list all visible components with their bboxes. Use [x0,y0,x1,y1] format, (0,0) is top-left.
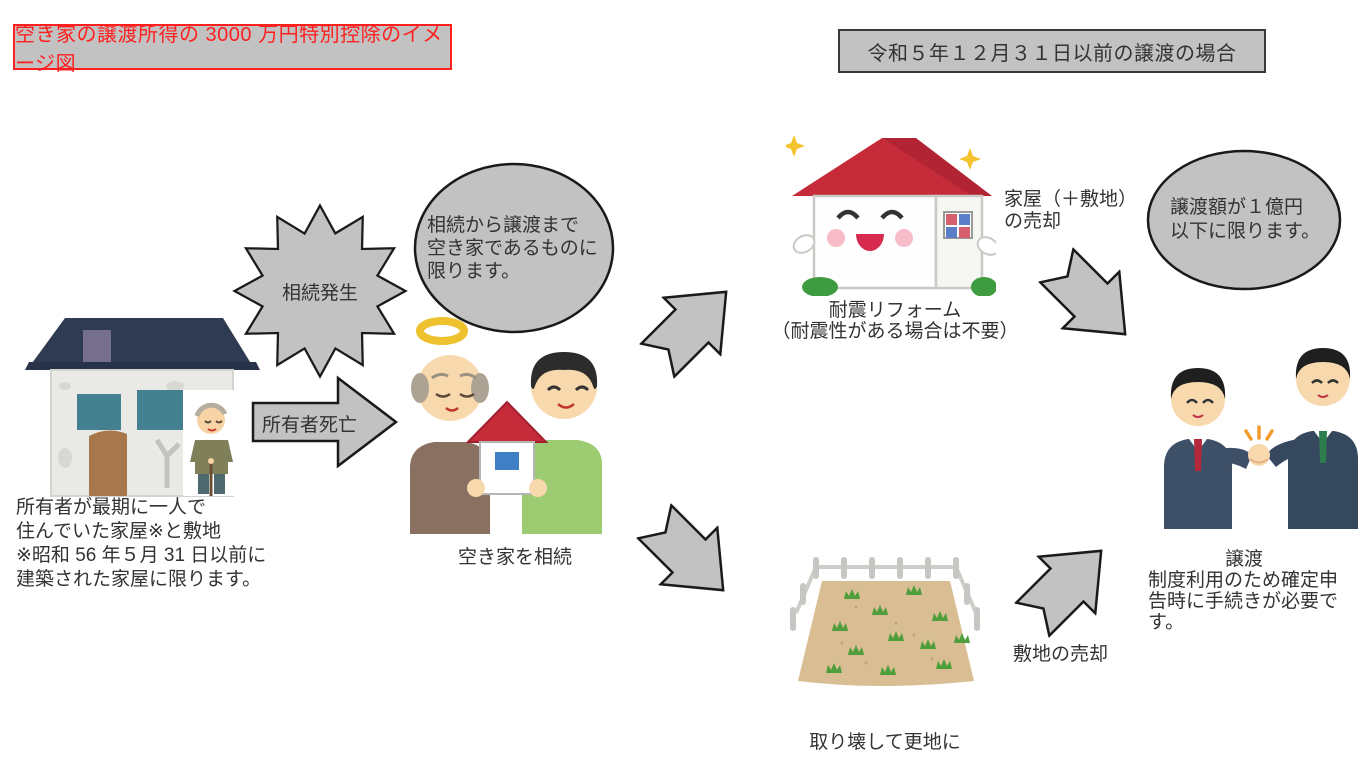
transfer-caption-title: 譲渡 [1224,549,1263,570]
emphasis-sparks-icon [1244,425,1274,441]
house-sale-label: 家屋（＋敷地） の売却 [1004,189,1164,233]
house-sale-line: の売却 [1004,211,1062,232]
old-house-illustration [25,308,260,498]
inheritance-burst-label: 相続発生 [281,282,358,304]
old-house-icon [25,318,260,497]
house-sale-line: 家屋（＋敷地） [1004,189,1138,210]
block-arrow-notched-icon [1013,549,1103,639]
price-limit-line: 以下に限ります。 [1170,221,1321,242]
price-limit-bubble: 譲渡額が１億円 以下に限ります。 [1146,149,1342,291]
reform-caption-line: （耐震性がある場合は不要） [771,321,1019,342]
vacancy-line: 相続から譲渡まで [427,214,580,236]
owner-death-label: 所有者死亡 [262,414,358,436]
arrow-to-reform [627,261,757,391]
ellipse-bubble-icon [1146,149,1342,291]
block-arrow-right-icon [251,375,399,469]
diagram-title: 空き家の譲渡所得の 3000 万円特別控除のイメージ図 [15,24,443,75]
vacancy-line: 限ります。 [427,260,521,282]
demolition-caption: 取り壊して更地に [809,732,961,753]
inherit-house-icon [410,317,602,534]
arrow-land-sale-to-transfer [1002,520,1132,650]
reform-caption-line: 耐震リフォーム [828,300,962,321]
note-line: 住んでいた家屋※と敷地 [16,521,221,542]
vacant-lot-illustration [786,551,984,709]
vacancy-condition-bubble: 相続から譲渡まで 空き家であるものに 限ります。 [413,162,615,334]
inherit-illustration [392,316,622,534]
starburst-icon [232,203,408,379]
vacant-lot-icon [790,557,980,686]
block-arrow-notched-icon [1037,246,1127,336]
block-arrow-notched-icon [635,502,725,592]
transfer-caption: 譲渡 制度利用のため確定申 告時に手続きが必要で す。 [1148,549,1340,633]
inheritance-burst: 相続発生 [230,197,410,385]
owner-death-arrow: 所有者死亡 [250,366,402,480]
weeds-icon [826,585,970,675]
period-box: 令和５年１２月３１日以前の譲渡の場合 [838,29,1266,73]
note-line: ※昭和 56 年５月 31 日以前に [16,545,267,566]
old-house-note: 所有者が最期に一人で 住んでいた家屋※と敷地 ※昭和 56 年５月 31 日以前… [16,496,346,592]
handshake-illustration [1158,327,1360,529]
period-label: 令和５年１２月３１日以前の譲渡の場合 [867,42,1237,65]
reform-caption: 耐震リフォーム （耐震性がある場合は不要） [770,300,1020,342]
arrow-house-sale-to-transfer [1026,235,1156,365]
land-sale-label: 敷地の売却 [1013,644,1109,665]
smiling-house-icon [786,135,996,296]
price-limit-line: 譲渡額が１億円 [1170,197,1304,218]
transfer-caption-line: す。 [1148,612,1185,633]
transfer-caption-line: 制度利用のため確定申 [1148,570,1339,591]
sparkle-icon [786,135,805,157]
sparkle-icon [959,148,981,170]
ellipse-bubble-icon [413,162,615,334]
note-line: 建築された家屋に限ります。 [16,569,262,590]
halo-icon [416,317,468,345]
handshake-icon [1164,348,1358,529]
inherit-caption: 空き家を相続 [457,547,572,568]
transfer-caption-line: 告時に手続きが必要で [1148,591,1339,612]
reform-house-illustration [786,126,996,296]
vacancy-line: 空き家であるものに [427,237,598,259]
note-line: 所有者が最期に一人で [16,497,207,518]
arrow-to-demolition [624,491,754,621]
block-arrow-notched-icon [638,290,728,380]
diagram-title-box: 空き家の譲渡所得の 3000 万円特別控除のイメージ図 [13,24,452,75]
